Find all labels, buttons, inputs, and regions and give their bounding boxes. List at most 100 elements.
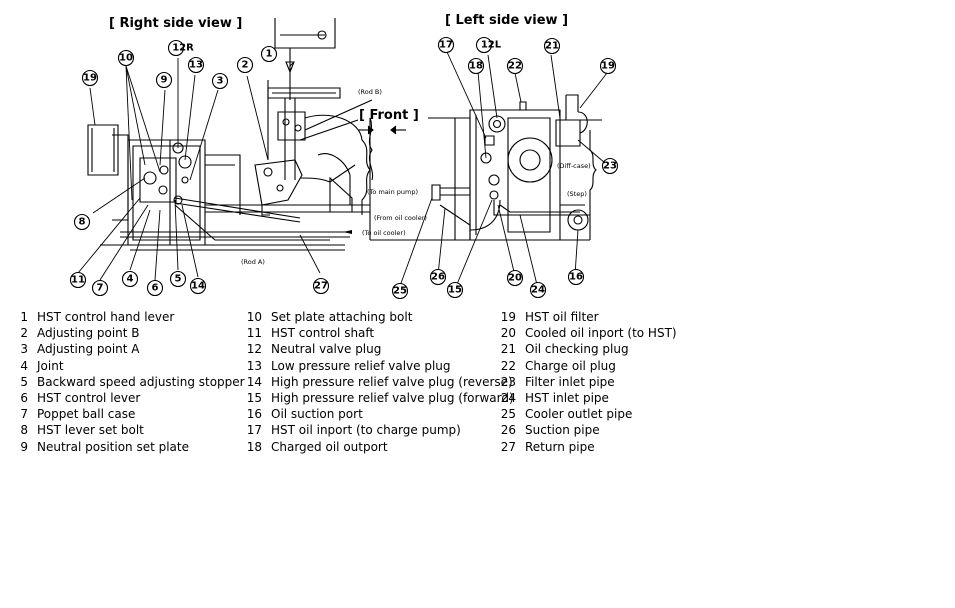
callout-circle (189, 277, 207, 295)
callout-1: 1 (266, 49, 273, 60)
callout-24: 24 (531, 285, 545, 296)
callout-2: 2 (242, 60, 249, 71)
legend-number: 14 (246, 374, 262, 389)
legend-text: Oil checking plug (525, 342, 629, 357)
callout-3: 3 (217, 76, 224, 87)
legend-number: 6 (20, 390, 28, 405)
callout-circle (543, 37, 561, 55)
legend-number: 2 (20, 326, 28, 341)
legend-text: Joint (37, 358, 64, 373)
legend-number: 17 (246, 423, 262, 438)
legend-number: 7 (20, 407, 28, 422)
oil-cooler-arrow-icon (343, 230, 352, 234)
legend-text: High pressure relief valve plug (forward… (271, 390, 514, 405)
front-arrows (358, 125, 406, 135)
legend-number: 23 (500, 374, 516, 389)
legend-number: 20 (500, 326, 516, 341)
legend-text: Cooler outlet pipe (525, 407, 633, 422)
callout-circle (467, 57, 485, 75)
callout-21: 21 (545, 41, 559, 52)
callout-12l: 12L (481, 40, 502, 51)
legend-text: Adjusting point A (37, 342, 140, 357)
legend-item: 7 Poppet ball case (14, 406, 245, 422)
legend-text: Poppet ball case (37, 407, 136, 422)
legend-number: 13 (246, 358, 262, 373)
hst-diagram: [ Right side view ] [ Left side view ] [… (69, 13, 619, 300)
legend-text: Backward speed adjusting stopper (37, 374, 245, 389)
legend-item: 17 HST oil inport (to charge pump) (246, 422, 514, 438)
legend-item: 24 HST inlet pipe (500, 390, 677, 406)
callout-circle (169, 270, 187, 288)
callout-9: 9 (161, 75, 168, 86)
left-view-leaders (399, 51, 608, 290)
callout-circle (121, 270, 139, 288)
legend-item: 5 Backward speed adjusting stopper (14, 374, 245, 390)
legend-text: High pressure relief valve plug (reverse… (271, 374, 513, 389)
legend-text: Charged oil outport (271, 439, 388, 454)
legend-text: Adjusting point B (37, 326, 140, 341)
callout-circle (391, 282, 409, 300)
legend-text: Return pipe (525, 439, 595, 454)
legend-text: Filter inlet pipe (525, 374, 615, 389)
legend-item: 18 Charged oil outport (246, 439, 514, 455)
callout-20: 20 (508, 273, 522, 284)
callout-circle (429, 268, 447, 286)
legend-number: 16 (246, 407, 262, 422)
legend-number: 21 (500, 342, 516, 357)
legend-item: 2 Adjusting point B (14, 325, 245, 341)
legend-text: HST control shaft (271, 326, 375, 341)
callout-6: 6 (152, 283, 159, 294)
legend-item: 16 Oil suction port (246, 406, 514, 422)
legend-text: Low pressure relief valve plug (271, 358, 451, 373)
callout-11: 11 (71, 275, 85, 286)
callout-circle (260, 45, 278, 63)
legend-number: 10 (246, 310, 262, 324)
callout-5: 5 (175, 274, 182, 285)
legend-number: 25 (500, 407, 516, 422)
callout-circle (601, 157, 619, 175)
legend-item: 21 Oil checking plug (500, 341, 677, 357)
legend-number: 5 (20, 374, 28, 389)
callout-circle (312, 277, 330, 295)
legend-number: 22 (500, 358, 516, 373)
callout-circle (529, 281, 547, 299)
right-frame-outline (299, 114, 371, 215)
to-oil-cooler-label: (To oil cooler) (362, 229, 406, 237)
callout-16: 16 (569, 272, 583, 283)
callout-17: 17 (439, 40, 453, 51)
legend-text: HST inlet pipe (525, 390, 609, 405)
legend-item: 13 Low pressure relief valve plug (246, 358, 514, 374)
callout-circle (506, 57, 524, 75)
to-main-pump-label: (To main pump) (367, 188, 418, 196)
legend-text: Oil suction port (271, 407, 363, 422)
callout-19-right: 19 (83, 73, 97, 84)
callout-circle (211, 72, 229, 90)
legend-text: Cooled oil inport (to HST) (525, 326, 677, 341)
legend-item: 14 High pressure relief valve plug (rever… (246, 374, 514, 390)
legend-text: HST oil inport (to charge pump) (271, 423, 461, 438)
callout-circle (73, 213, 91, 231)
callout-12r: 12R (172, 43, 194, 54)
callout-circle (146, 279, 164, 297)
legend-number: 18 (246, 439, 262, 454)
front-label: [ Front ] (359, 108, 419, 123)
callout-circle (91, 279, 109, 297)
callout-circle (236, 56, 254, 74)
legend-text: HST oil filter (525, 310, 599, 324)
control-lever-assembly (254, 18, 373, 216)
callout-25: 25 (393, 286, 407, 297)
callout-15: 15 (448, 285, 462, 296)
legend-number: 24 (500, 390, 516, 405)
